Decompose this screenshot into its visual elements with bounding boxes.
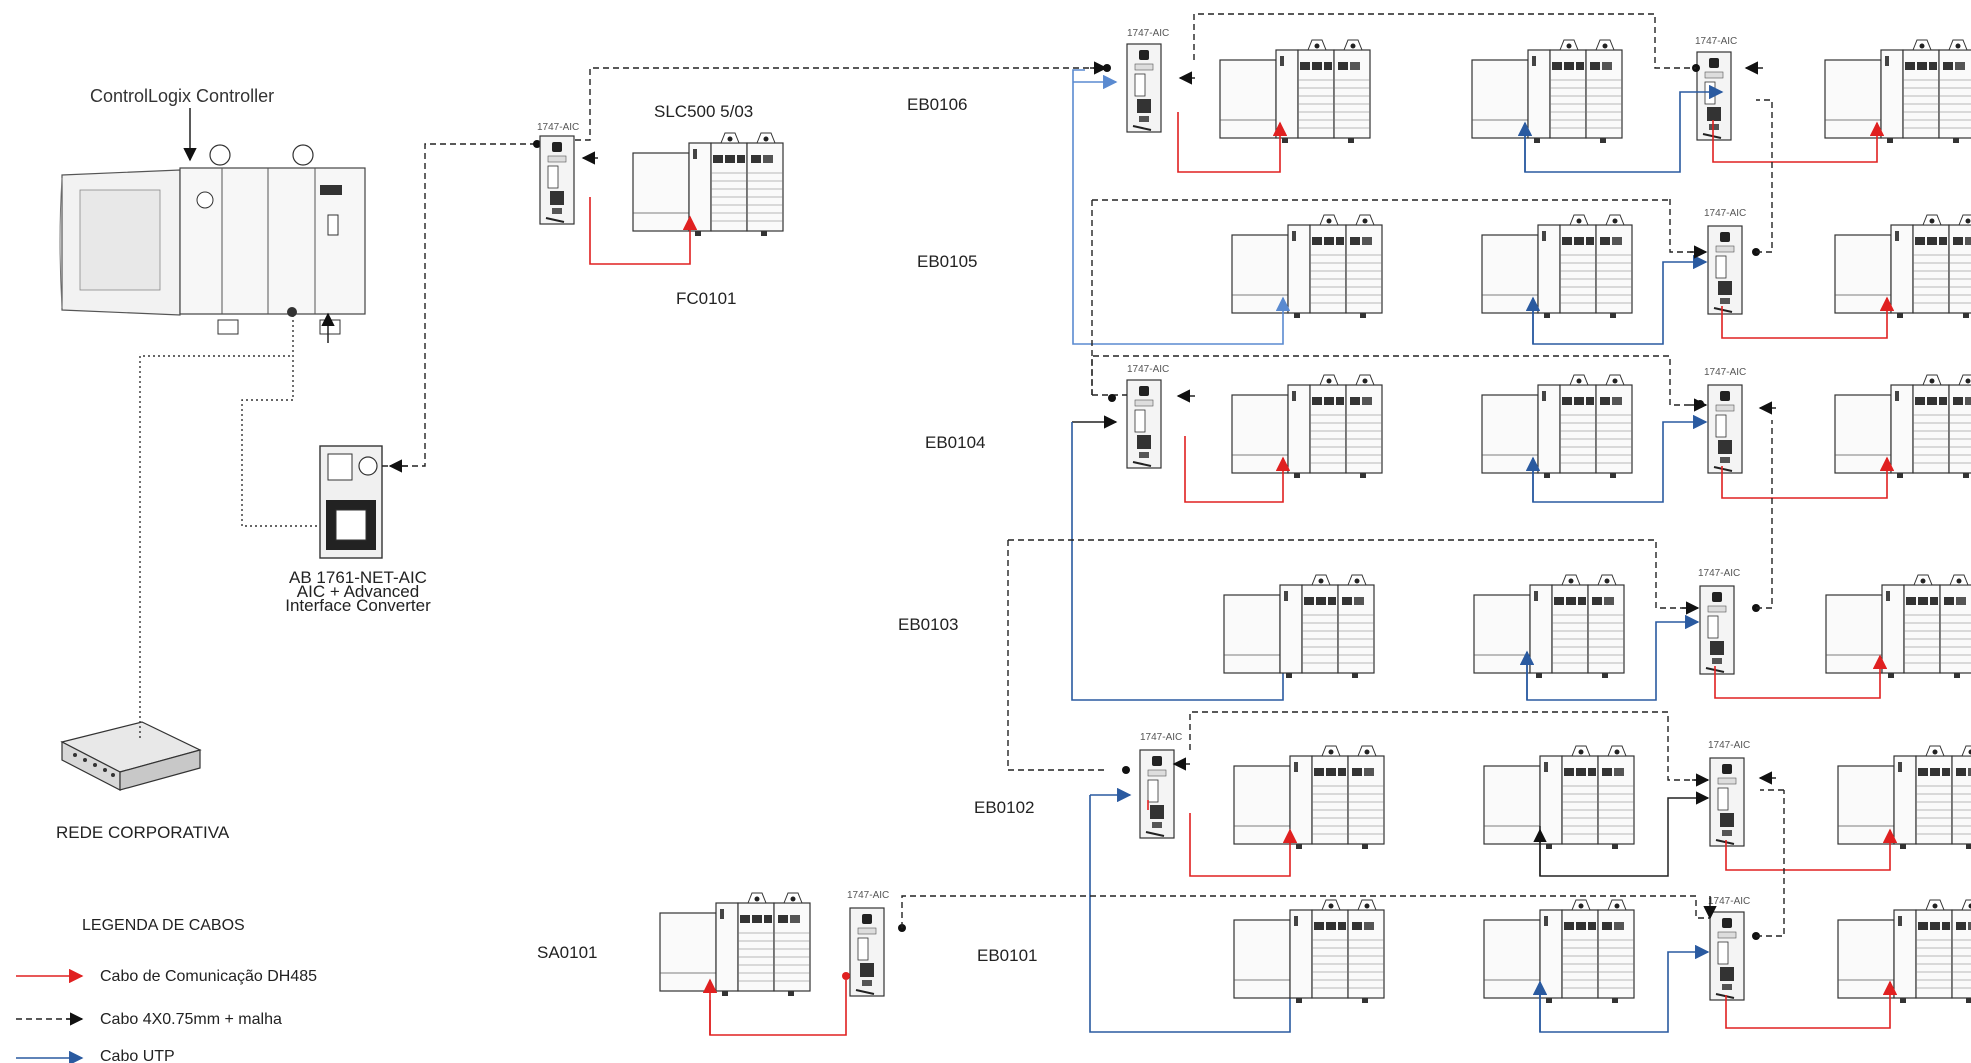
legend-item-dh485: Cabo de Comunicação DH485 (100, 968, 317, 985)
aic-label: 1747-AIC (1695, 36, 1737, 47)
aic-eb0102-right (1710, 758, 1744, 846)
aic-fc0101 (540, 136, 574, 224)
eb0103-label: EB0103 (898, 615, 959, 634)
aic-label: 1747-AIC (1127, 28, 1169, 39)
network-label: REDE CORPORATIVA (56, 823, 230, 842)
controllogix-controller: ControlLogix Controller (60, 86, 365, 334)
eb0101-label: EB0101 (977, 946, 1038, 965)
aic-label: 1747-AIC (847, 890, 889, 901)
legend-item-4x075: Cabo 4X0.75mm + malha (100, 1011, 282, 1028)
legend-item-utp: Cabo UTP (100, 1048, 175, 1063)
eb0104-label: EB0104 (925, 433, 986, 452)
aic-eb0106-left (1127, 44, 1161, 132)
sa0101-label: SA0101 (537, 943, 598, 962)
aic-label: 1747-AIC (1698, 568, 1740, 579)
slc-title: SLC500 5/03 (654, 102, 753, 121)
aic-label: 1747-AIC (1704, 208, 1746, 219)
aic-sa0101 (850, 908, 884, 996)
aic-eb0102-left (1140, 750, 1174, 838)
aic-eb0105 (1708, 226, 1742, 314)
converter-label-3: Interface Converter (285, 596, 431, 615)
legend-title: LEGENDA DE CABOS (82, 917, 245, 934)
eb0106-label: EB0106 (907, 95, 968, 114)
controller-label: ControlLogix Controller (90, 86, 274, 106)
eb0102-label: EB0102 (974, 798, 1035, 817)
aic-eb0106-right (1697, 52, 1731, 140)
aic-label: 1747-AIC (1140, 732, 1182, 743)
plc-fc0101 (633, 133, 783, 236)
aic-eb0103 (1700, 586, 1734, 674)
eb0105-label: EB0105 (917, 252, 978, 271)
aic-label: 1747-AIC (1704, 367, 1746, 378)
aic-label: 1747-AIC (537, 122, 579, 133)
fc0101-label: FC0101 (676, 289, 736, 308)
aic-eb0101 (1710, 912, 1744, 1000)
network-switch-icon (62, 722, 200, 790)
net-aic-converter: AB 1761-NET-AIC AIC + Advanced Interface… (285, 446, 431, 615)
station-fc0101: SLC500 5/03 1747-AIC FC0101 (537, 102, 783, 308)
aic-eb0104-right (1708, 385, 1742, 473)
aic-label: 1747-AIC (1127, 364, 1169, 375)
aic-label: 1747-AIC (1708, 740, 1750, 751)
row-eb0106: 1747-AIC 1747-AIC (1127, 14, 1971, 172)
aic-eb0104-left (1127, 380, 1161, 468)
cable-legend: LEGENDA DE CABOS Cabo de Comunicação DH4… (16, 917, 317, 1063)
aic-label: 1747-AIC (1708, 896, 1750, 907)
